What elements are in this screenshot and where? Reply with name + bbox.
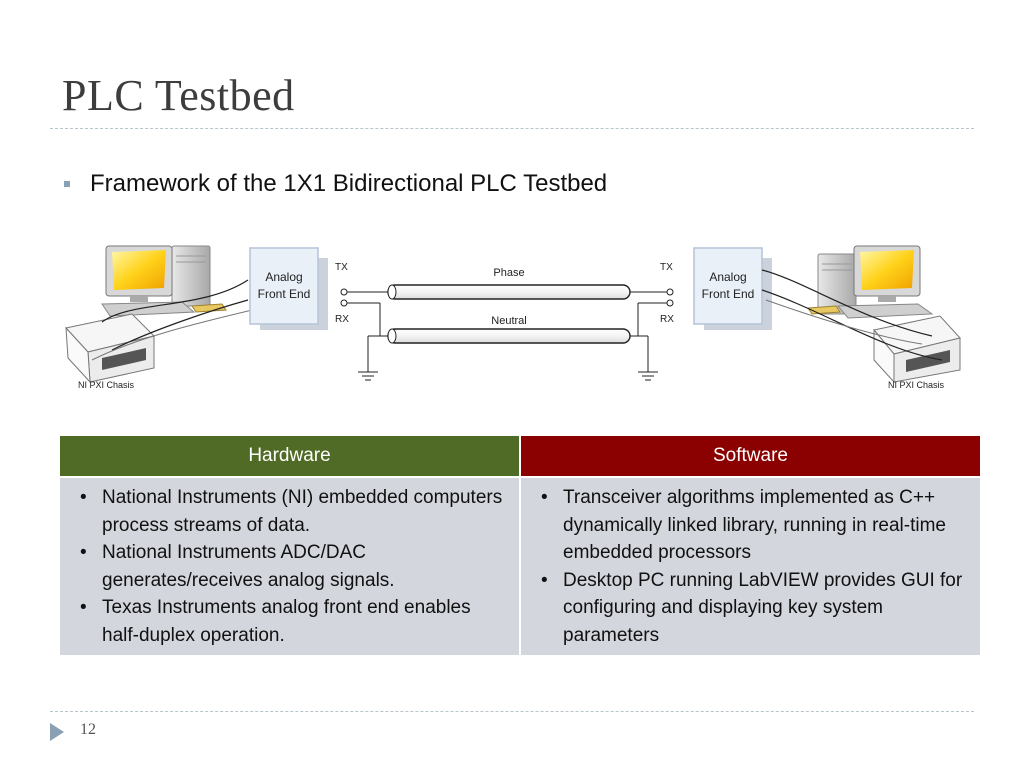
right-tx-label: TX bbox=[660, 262, 673, 273]
bullet-text: Framework of the 1X1 Bidirectional PLC T… bbox=[90, 170, 608, 197]
hardware-cell: National Instruments (NI) embedded compu… bbox=[60, 476, 521, 655]
left-computer-icon bbox=[101, 245, 227, 317]
hardware-item: Texas Instruments analog front end enabl… bbox=[72, 594, 509, 649]
hardware-item: National Instruments (NI) embedded compu… bbox=[72, 484, 509, 539]
plc-testbed-diagram: NI PXI Chasis Analog Front End TX RX Ana… bbox=[65, 245, 961, 390]
hardware-software-table: Hardware Software National Instruments (… bbox=[60, 436, 980, 655]
left-chassis-caption: NI PXI Chasis bbox=[78, 380, 135, 390]
hardware-item: National Instruments ADC/DAC generates/r… bbox=[72, 539, 509, 594]
bullet-item: Framework of the 1X1 Bidirectional PLC T… bbox=[64, 170, 607, 198]
right-pxi-chassis-icon bbox=[873, 315, 961, 384]
software-header: Software bbox=[520, 436, 980, 477]
software-item: Transceiver algorithms implemented as C+… bbox=[533, 484, 970, 567]
right-chassis-caption: NI PXI Chasis bbox=[888, 380, 945, 390]
right-afe-label-line2: Front End bbox=[702, 287, 755, 301]
phase-cable bbox=[387, 284, 631, 300]
triangle-right-icon bbox=[50, 723, 64, 741]
left-afe-label-line1: Analog bbox=[265, 270, 302, 284]
title-divider bbox=[50, 128, 974, 129]
left-rx-label: RX bbox=[335, 314, 349, 325]
square-bullet-icon bbox=[64, 181, 70, 187]
left-tx-label: TX bbox=[335, 262, 348, 273]
slide-title: PLC Testbed bbox=[62, 71, 295, 120]
hardware-header: Hardware bbox=[60, 436, 521, 477]
left-afe-label-line2: Front End bbox=[258, 287, 311, 301]
software-cell: Transceiver algorithms implemented as C+… bbox=[520, 476, 980, 655]
right-afe-label-line1: Analog bbox=[709, 270, 746, 284]
right-rx-label: RX bbox=[660, 314, 674, 325]
right-analog-front-end-box bbox=[693, 247, 763, 325]
software-item: Desktop PC running LabVIEW provides GUI … bbox=[533, 567, 970, 650]
phase-label: Phase bbox=[493, 267, 524, 279]
neutral-label: Neutral bbox=[491, 315, 526, 327]
left-analog-front-end-box bbox=[249, 247, 319, 325]
left-pxi-chassis-icon bbox=[65, 313, 155, 384]
right-computer-icon bbox=[807, 245, 934, 319]
neutral-cable bbox=[387, 328, 631, 344]
page-number: 12 bbox=[80, 721, 96, 738]
footer-divider bbox=[50, 711, 974, 712]
